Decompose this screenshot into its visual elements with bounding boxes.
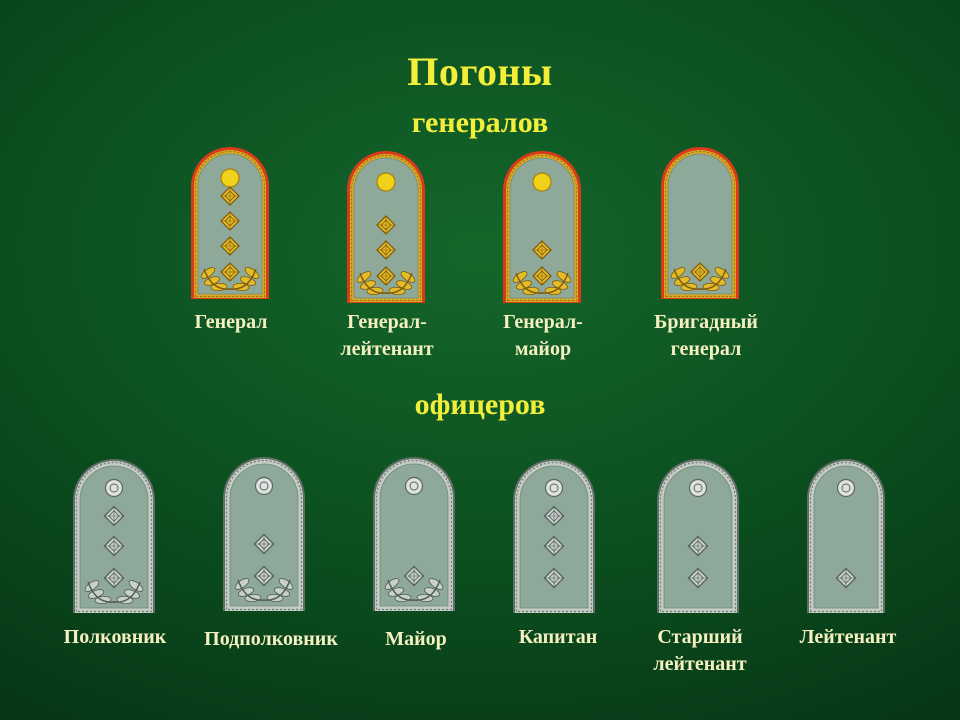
button-icon bbox=[688, 478, 708, 498]
rank-label-senior-lieutenant: Старший лейтенант bbox=[653, 626, 747, 675]
rank-label-major: Майор bbox=[385, 628, 447, 650]
star-icon bbox=[543, 505, 565, 527]
star-icon bbox=[690, 262, 710, 282]
rank-label-major-general: Генерал- майор bbox=[503, 311, 583, 360]
rank-label-lieutenant-colonel: Подполковник bbox=[204, 628, 338, 650]
shoulder-board-brigadier-general bbox=[661, 147, 739, 299]
star-icon bbox=[103, 567, 125, 589]
star-icon bbox=[220, 236, 240, 256]
star-icon bbox=[103, 505, 125, 527]
star-icon bbox=[220, 211, 240, 231]
rank-label-captain: Капитан bbox=[518, 626, 598, 648]
shoulder-board-lieutenant-colonel bbox=[223, 457, 305, 611]
rank-label-brigadier-general: Бригадный генерал bbox=[654, 311, 758, 360]
star-icon bbox=[103, 535, 125, 557]
button-icon bbox=[836, 478, 856, 498]
strap-braid bbox=[809, 461, 883, 613]
star-icon bbox=[403, 565, 425, 587]
strap-field bbox=[379, 463, 449, 607]
button-icon bbox=[254, 476, 274, 496]
strap-field bbox=[813, 465, 879, 609]
page-title: Погоны bbox=[407, 49, 553, 94]
shoulder-board-lieutenant bbox=[807, 459, 885, 613]
star-icon bbox=[532, 266, 552, 286]
button-icon bbox=[544, 478, 564, 498]
rank-label-lieutenant-general: Генерал- лейтенант bbox=[340, 311, 434, 360]
strap-braid bbox=[375, 459, 453, 611]
wreath-icon bbox=[356, 271, 416, 296]
star-icon bbox=[532, 240, 552, 260]
shoulder-board-colonel bbox=[73, 459, 155, 613]
star-icon bbox=[687, 535, 709, 557]
shoulder-board-senior-lieutenant bbox=[657, 459, 739, 613]
button-icon bbox=[404, 476, 424, 496]
shoulder-board-captain bbox=[513, 459, 595, 613]
rank-label-general: Генерал bbox=[194, 311, 268, 333]
shoulder-board-general bbox=[191, 147, 269, 299]
star-icon bbox=[376, 266, 396, 286]
strap-braid bbox=[659, 461, 737, 613]
wreath-icon bbox=[84, 580, 144, 605]
section-title-generals: генералов bbox=[411, 106, 549, 139]
wreath-icon bbox=[670, 267, 730, 292]
rank-label-lieutenant: Лейтенант bbox=[799, 626, 897, 648]
star-icon bbox=[376, 240, 396, 260]
shoulder-board-major bbox=[373, 457, 455, 611]
star-icon bbox=[543, 535, 565, 557]
button-icon bbox=[220, 168, 240, 188]
wreath-icon bbox=[234, 578, 294, 603]
wreath-icon bbox=[384, 578, 444, 603]
strap-field bbox=[509, 157, 575, 299]
wreath-icon bbox=[200, 267, 260, 292]
star-icon bbox=[220, 186, 240, 206]
strap-braid bbox=[515, 461, 593, 613]
star-icon bbox=[543, 567, 565, 589]
rank-label-colonel: Полковник bbox=[63, 626, 167, 648]
button-icon bbox=[104, 478, 124, 498]
button-icon bbox=[532, 172, 552, 192]
strap-braid bbox=[75, 461, 153, 613]
button-icon bbox=[376, 172, 396, 192]
star-icon bbox=[835, 567, 857, 589]
star-icon bbox=[253, 565, 275, 587]
shoulder-board-major-general bbox=[503, 151, 581, 303]
star-icon bbox=[253, 533, 275, 555]
strap-field bbox=[667, 153, 733, 295]
section-title-officers: офицеров bbox=[414, 388, 546, 421]
star-icon bbox=[687, 567, 709, 589]
wreath-icon bbox=[512, 271, 572, 296]
star-icon bbox=[376, 215, 396, 235]
star-icon bbox=[220, 262, 240, 282]
shoulder-board-lieutenant-general bbox=[347, 151, 425, 303]
strap-braid bbox=[225, 459, 303, 611]
